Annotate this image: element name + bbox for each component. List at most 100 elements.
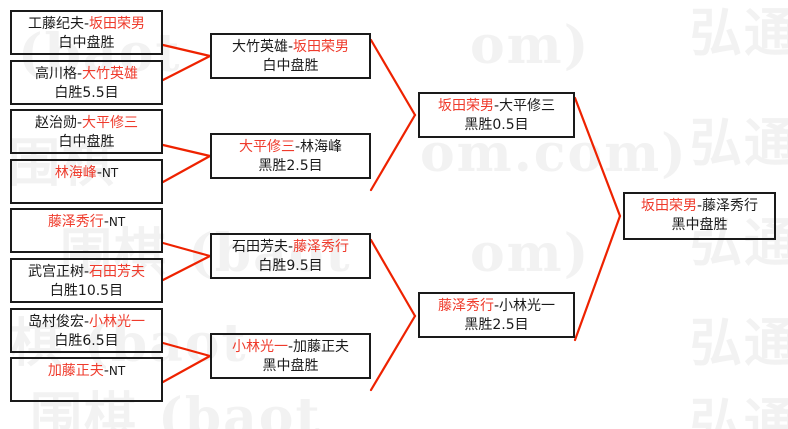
match-pairing: 赵治勋-大平修三 xyxy=(12,114,161,133)
pairing-separator: - xyxy=(83,16,90,32)
pairing-separator: - xyxy=(96,165,102,181)
match-box-r1m3[interactable]: 赵治勋-大平修三白中盘胜 xyxy=(10,109,163,154)
player-left: 坂田荣男 xyxy=(437,98,494,114)
watermark-text: 弘通 xyxy=(690,3,788,64)
connector-r1m1 xyxy=(161,43,212,58)
player-left: 工藤纪夫 xyxy=(27,16,84,32)
match-result: 白胜5.5目 xyxy=(54,85,119,101)
pairing-separator: - xyxy=(287,239,294,255)
connector-r1m5 xyxy=(161,241,212,258)
match-box-r1m8[interactable]: 加藤正夫-NT xyxy=(10,357,163,402)
player-right: 林海峰 xyxy=(300,139,343,155)
match-pairing: 大竹英雄-坂田荣男 xyxy=(212,38,369,57)
match-pairing: 武宫正树-石田芳夫 xyxy=(12,263,161,282)
match-pairing: 工藤纪夫-坂田荣男 xyxy=(12,15,161,34)
match-pairing: 藤泽秀行-NT xyxy=(12,213,161,232)
match-result: 白胜10.5目 xyxy=(49,283,124,299)
match-result: 黑中盘胜 xyxy=(262,358,319,374)
player-left: 岛村俊宏 xyxy=(27,314,84,330)
match-box-r1m5[interactable]: 藤泽秀行-NT xyxy=(10,208,163,253)
player-right: 藤泽秀行 xyxy=(293,239,350,255)
player-right: 大竹英雄 xyxy=(82,66,139,82)
match-box-r3m2[interactable]: 藤泽秀行-小林光一黑胜2.5目 xyxy=(418,292,575,338)
player-right: 小林光一 xyxy=(499,298,556,314)
player-left: 高川格 xyxy=(34,66,77,82)
pairing-separator: - xyxy=(76,115,83,131)
connector-r3m1 xyxy=(573,96,622,218)
match-result: 白中盘胜 xyxy=(58,35,115,51)
watermark-text: om) xyxy=(470,15,591,76)
pairing-separator: - xyxy=(493,98,500,114)
match-result: 白中盘胜 xyxy=(262,58,319,74)
player-right: 坂田荣男 xyxy=(293,39,350,55)
pairing-separator: - xyxy=(287,39,294,55)
match-box-r4m1[interactable]: 坂田荣男-藤泽秀行黑中盘胜 xyxy=(623,192,776,240)
pairing-separator: - xyxy=(287,339,294,355)
player-right: 大平修三 xyxy=(499,98,556,114)
watermark-text: 弘通 xyxy=(690,393,788,429)
player-left: 石田芳夫 xyxy=(231,239,288,255)
match-box-r1m2[interactable]: 高川格-大竹英雄白胜5.5目 xyxy=(10,60,163,105)
connector-r3m2 xyxy=(573,214,622,342)
connector-r2m3 xyxy=(369,238,417,318)
player-left: 赵治勋 xyxy=(34,115,77,131)
match-result: 黑中盘胜 xyxy=(671,217,728,233)
pairing-separator: - xyxy=(83,264,90,280)
connector-r1m4 xyxy=(161,154,212,184)
match-pairing: 小林光一-加藤正夫 xyxy=(212,338,369,357)
match-box-r2m4[interactable]: 小林光一-加藤正夫黑中盘胜 xyxy=(210,333,371,379)
connector-r1m7 xyxy=(161,341,212,358)
match-result: 黑胜2.5目 xyxy=(258,158,323,174)
connector-r1m6 xyxy=(161,254,212,282)
match-box-r2m1[interactable]: 大竹英雄-坂田荣男白中盘胜 xyxy=(210,33,371,79)
pairing-separator: - xyxy=(493,298,500,314)
player-left: 坂田荣男 xyxy=(640,198,697,214)
pairing-separator: - xyxy=(83,314,90,330)
player-right: 藤泽秀行 xyxy=(702,198,759,214)
match-pairing: 大平修三-林海峰 xyxy=(212,138,369,157)
match-box-r3m1[interactable]: 坂田荣男-大平修三黑胜0.5目 xyxy=(418,92,575,138)
match-box-r2m2[interactable]: 大平修三-林海峰黑胜2.5目 xyxy=(210,133,371,179)
match-pairing: 藤泽秀行-小林光一 xyxy=(420,297,573,316)
connector-r2m1 xyxy=(369,38,417,117)
player-left: 藤泽秀行 xyxy=(47,214,104,230)
match-pairing: 岛村俊宏-小林光一 xyxy=(12,313,161,332)
watermark-text: 弘通 xyxy=(690,113,788,174)
pairing-separator: - xyxy=(76,66,83,82)
watermark-text: om) xyxy=(470,223,591,284)
player-left: 武宫正树 xyxy=(27,264,84,280)
player-right: NT xyxy=(101,166,119,180)
connector-r1m2 xyxy=(161,54,212,82)
connector-r1m8 xyxy=(161,354,212,384)
player-right: 大平修三 xyxy=(82,115,139,131)
match-pairing: 石田芳夫-藤泽秀行 xyxy=(212,238,369,257)
player-right: 小林光一 xyxy=(89,314,146,330)
match-box-r1m7[interactable]: 岛村俊宏-小林光一白胜6.5目 xyxy=(10,308,163,353)
match-pairing: 加藤正夫-NT xyxy=(12,362,161,381)
connector-r2m2 xyxy=(369,113,417,192)
match-result: 黑胜2.5目 xyxy=(464,317,529,333)
connector-r1m3 xyxy=(161,143,212,158)
player-left: 小林光一 xyxy=(231,339,288,355)
pairing-separator: - xyxy=(696,198,703,214)
player-left: 藤泽秀行 xyxy=(437,298,494,314)
match-box-r1m4[interactable]: 林海峰-NT xyxy=(10,159,163,204)
match-box-r1m6[interactable]: 武宫正树-石田芳夫白胜10.5目 xyxy=(10,258,163,303)
match-pairing: 林海峰-NT xyxy=(12,164,161,183)
connector-r2m4 xyxy=(369,314,417,392)
player-left: 大竹英雄 xyxy=(231,39,288,55)
player-left: 大平修三 xyxy=(238,139,295,155)
player-right: 石田芳夫 xyxy=(89,264,146,280)
match-pairing: 坂田荣男-藤泽秀行 xyxy=(625,197,774,216)
watermark-text: 弘通 xyxy=(690,313,788,374)
match-pairing: 坂田荣男-大平修三 xyxy=(420,97,573,116)
match-result: 白胜9.5目 xyxy=(258,258,323,274)
match-pairing: 高川格-大竹英雄 xyxy=(12,65,161,84)
pairing-separator: - xyxy=(294,139,301,155)
match-box-r2m3[interactable]: 石田芳夫-藤泽秀行白胜9.5目 xyxy=(210,233,371,279)
match-result: 黑胜0.5目 xyxy=(464,117,529,133)
pairing-separator: - xyxy=(103,214,109,230)
pairing-separator: - xyxy=(103,363,109,379)
match-box-r1m1[interactable]: 工藤纪夫-坂田荣男白中盘胜 xyxy=(10,10,163,55)
